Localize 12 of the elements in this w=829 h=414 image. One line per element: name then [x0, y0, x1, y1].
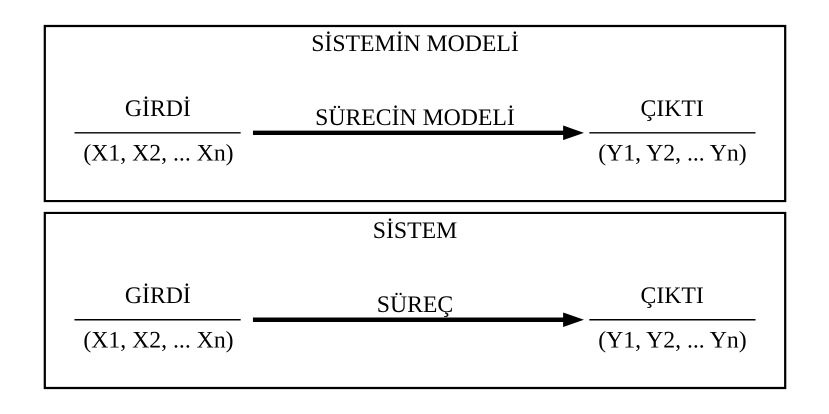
node-label: (X1, X2, ... Xn)	[82, 328, 234, 354]
arrow	[252, 126, 584, 140]
node-label: (Y1, Y2, ... Yn)	[598, 140, 746, 167]
node-label: ÇIKTI	[640, 283, 704, 310]
node-label: ÇIKTI	[640, 96, 704, 122]
node-label: (Y1, Y2, ... Yn)	[598, 328, 746, 354]
edge-label: SÜRECİN MODELİ	[314, 105, 514, 132]
node-label: GİRDİ	[124, 283, 190, 310]
node-label: (X1, X2, ... Xn)	[82, 140, 234, 167]
edge-label: SÜREÇ	[376, 292, 453, 318]
node-label: GİRDİ	[124, 96, 190, 122]
arrow	[252, 312, 584, 328]
